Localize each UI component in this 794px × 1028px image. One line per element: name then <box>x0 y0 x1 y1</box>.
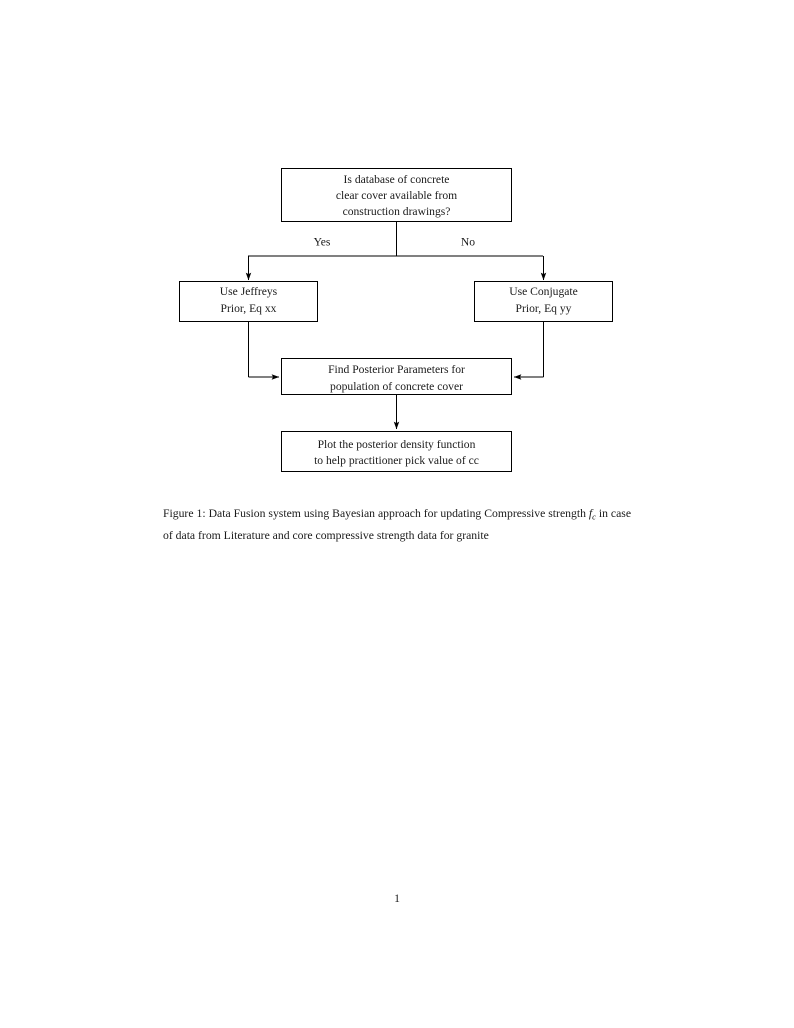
node-jeffreys-prior[interactable]: Use Jeffreys Prior, Eq xx <box>179 281 318 322</box>
node-plot-rect <box>281 431 512 472</box>
edge-label-yes: Yes <box>314 236 331 249</box>
page-number: 1 <box>394 892 400 905</box>
node-jeffreys-line-2: Prior, Eq xx <box>221 302 277 315</box>
node-jeffreys-line-1: Use Jeffreys <box>220 285 278 298</box>
node-conjugate-line-1: Use Conjugate <box>509 285 578 298</box>
node-question-rect <box>281 168 512 222</box>
figure-caption-label: Figure 1: <box>163 506 206 520</box>
node-plot-line-2: to help practitioner pick value of cc <box>314 454 479 467</box>
node-conjugate-rect <box>474 281 613 322</box>
figure-flowchart: Is database of concrete clear cover avai… <box>179 168 613 472</box>
node-plot-density[interactable]: Plot the posterior density function to h… <box>281 431 512 472</box>
node-find-posterior[interactable]: Find Posterior Parameters for population… <box>281 358 512 395</box>
node-conjugate-line-2: Prior, Eq yy <box>516 302 572 315</box>
node-question-line-2: clear cover available from <box>336 189 457 202</box>
node-question-line-3: construction drawings? <box>343 205 451 218</box>
figure-caption-text-before: Data Fusion system using Bayesian approa… <box>205 506 589 520</box>
node-posterior-line-1: Find Posterior Parameters for <box>328 363 465 376</box>
figure-caption-math-subscript: c <box>592 512 596 522</box>
node-conjugate-prior[interactable]: Use Conjugate Prior, Eq yy <box>474 281 613 322</box>
node-plot-line-1: Plot the posterior density function <box>318 438 476 451</box>
figure-caption: Figure 1: Data Fusion system using Bayes… <box>163 504 631 546</box>
node-question-line-1: Is database of concrete <box>344 173 450 186</box>
node-jeffreys-rect <box>179 281 318 322</box>
figure-caption-math-symbol: f <box>588 506 593 520</box>
node-question[interactable]: Is database of concrete clear cover avai… <box>281 168 512 222</box>
node-posterior-rect <box>281 358 512 395</box>
node-posterior-line-2: population of concrete cover <box>330 380 463 393</box>
figure-caption-text-after: in case of data from Literature and core… <box>163 506 632 543</box>
edge-label-no: No <box>461 236 475 249</box>
